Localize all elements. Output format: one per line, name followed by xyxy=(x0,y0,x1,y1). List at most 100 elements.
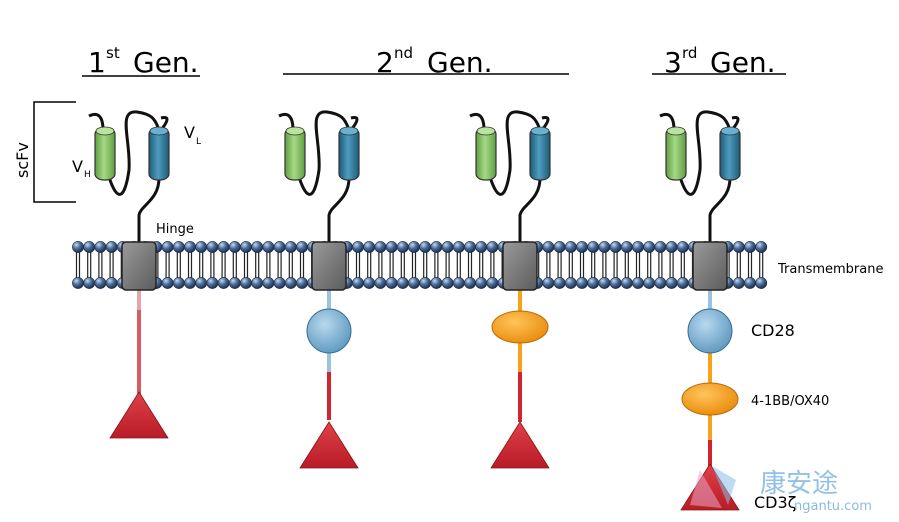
lipid-head xyxy=(206,241,219,253)
costim-label: 4-1BB/OX40 xyxy=(751,394,829,409)
title-gen-2-suffix: nd xyxy=(394,44,413,62)
lipid-head xyxy=(72,241,84,253)
lipid-head xyxy=(430,277,443,289)
scfv-bracket: scFv xyxy=(13,101,76,203)
lipid-head xyxy=(564,241,577,253)
vh-label-sub: H xyxy=(84,170,91,180)
lipid-head xyxy=(755,277,768,289)
watermark-logo-icon xyxy=(690,470,722,508)
lipid-head xyxy=(620,277,633,289)
lipid-head xyxy=(262,277,275,289)
lipid-head xyxy=(273,277,286,289)
lipid-head xyxy=(195,241,208,253)
gen1-vl-domain xyxy=(148,127,170,181)
lipid-head xyxy=(441,277,454,289)
gen1-vh-domain xyxy=(94,127,116,181)
lipid-head xyxy=(419,277,432,289)
gen1-vh-nterm xyxy=(88,112,105,131)
lipid-head xyxy=(83,241,96,253)
lipid-head xyxy=(240,241,252,253)
title-gen-3: 3 rd Gen. xyxy=(652,44,786,79)
gen2a-vl-cap xyxy=(339,126,359,136)
lipid-head xyxy=(105,241,118,253)
lipid-head xyxy=(396,241,409,253)
gen2b-scfv-linker xyxy=(486,110,542,196)
lipid-head xyxy=(464,241,476,253)
lipid-head xyxy=(217,277,230,289)
lipid-head xyxy=(553,277,566,289)
lipid-head xyxy=(643,277,656,289)
lipid-head xyxy=(352,277,364,289)
lipid-head xyxy=(408,277,420,289)
car-receptors xyxy=(88,110,741,511)
gen3-transmembrane-domain xyxy=(692,241,728,291)
lipid-head xyxy=(172,277,185,289)
car-gen-2-cd28 xyxy=(278,110,360,469)
watermark: 康安途 ngantu.com xyxy=(690,466,872,514)
lipid-head xyxy=(217,241,230,253)
lipid-head xyxy=(228,277,241,289)
gen2a-cd3z-domain xyxy=(299,421,359,469)
lipid-head xyxy=(251,277,264,289)
lipid-head xyxy=(620,241,633,253)
vl-label-sub: L xyxy=(196,137,201,147)
lipid-head xyxy=(732,241,745,253)
lipid-head xyxy=(475,241,488,253)
lipid-head xyxy=(206,277,219,289)
hinge-label: Hinge xyxy=(156,222,194,237)
gen2b-vl-cap xyxy=(530,126,550,136)
lipid-head xyxy=(363,241,376,253)
lipid-head xyxy=(408,241,420,253)
vl-label: V L xyxy=(184,123,201,147)
lipid-head xyxy=(475,277,488,289)
lipid-head xyxy=(83,277,96,289)
lipid-head xyxy=(632,241,644,253)
gen2b-vh-cap xyxy=(476,126,496,136)
lipid-head xyxy=(486,277,499,289)
scfv-label: scFv xyxy=(13,142,32,178)
lipid-head xyxy=(632,277,644,289)
lipid-head xyxy=(273,241,286,253)
lipid-head xyxy=(665,277,678,289)
cd28-label: CD28 xyxy=(751,321,795,340)
vl-label-main: V xyxy=(184,123,195,142)
gen1-vl-cap xyxy=(149,126,169,136)
title-gen-1-word: Gen. xyxy=(133,46,199,79)
watermark-text: 康安途 xyxy=(760,469,838,499)
title-gen-3-suffix: rd xyxy=(682,44,697,62)
gen1-hinge xyxy=(137,177,161,242)
title-gen-1-suffix: st xyxy=(106,44,120,62)
car-gen-3 xyxy=(659,110,741,511)
gen2b-cd3z-domain xyxy=(490,421,550,469)
lipid-head xyxy=(430,241,443,253)
lipid-head xyxy=(643,241,656,253)
lipid-head xyxy=(396,277,409,289)
title-gen-3-number: 3 xyxy=(664,46,682,79)
vh-label: V H xyxy=(72,157,91,180)
gen2a-hinge xyxy=(327,177,351,242)
gen3-vh-domain xyxy=(665,127,687,181)
gen2a-scfv-linker xyxy=(295,110,351,196)
gen1-vh-cap xyxy=(95,126,115,136)
lipid-head xyxy=(755,241,768,253)
lipid-head xyxy=(240,277,252,289)
lipid-head xyxy=(665,241,678,253)
lipid-head xyxy=(262,241,275,253)
lipid-head xyxy=(172,241,185,253)
lipid-head xyxy=(72,277,84,289)
lipid-head xyxy=(195,277,208,289)
lipid-head xyxy=(576,241,588,253)
gen3-cd28-domain xyxy=(687,308,733,354)
lipid-head xyxy=(598,277,611,289)
lipid-head xyxy=(184,241,196,253)
gen1-cd3z-domain xyxy=(109,391,169,439)
lipid-head xyxy=(352,241,364,253)
title-gen-1-number: 1 xyxy=(88,46,106,79)
lipid-head xyxy=(744,241,756,253)
transmembrane-label: Transmembrane xyxy=(777,262,883,277)
gen2b-vl-domain xyxy=(529,127,551,181)
lipid-head xyxy=(184,277,196,289)
lipid-head xyxy=(385,241,398,253)
title-gen-1: 1 st Gen. xyxy=(82,44,200,79)
gen2a-vh-cap xyxy=(285,126,305,136)
